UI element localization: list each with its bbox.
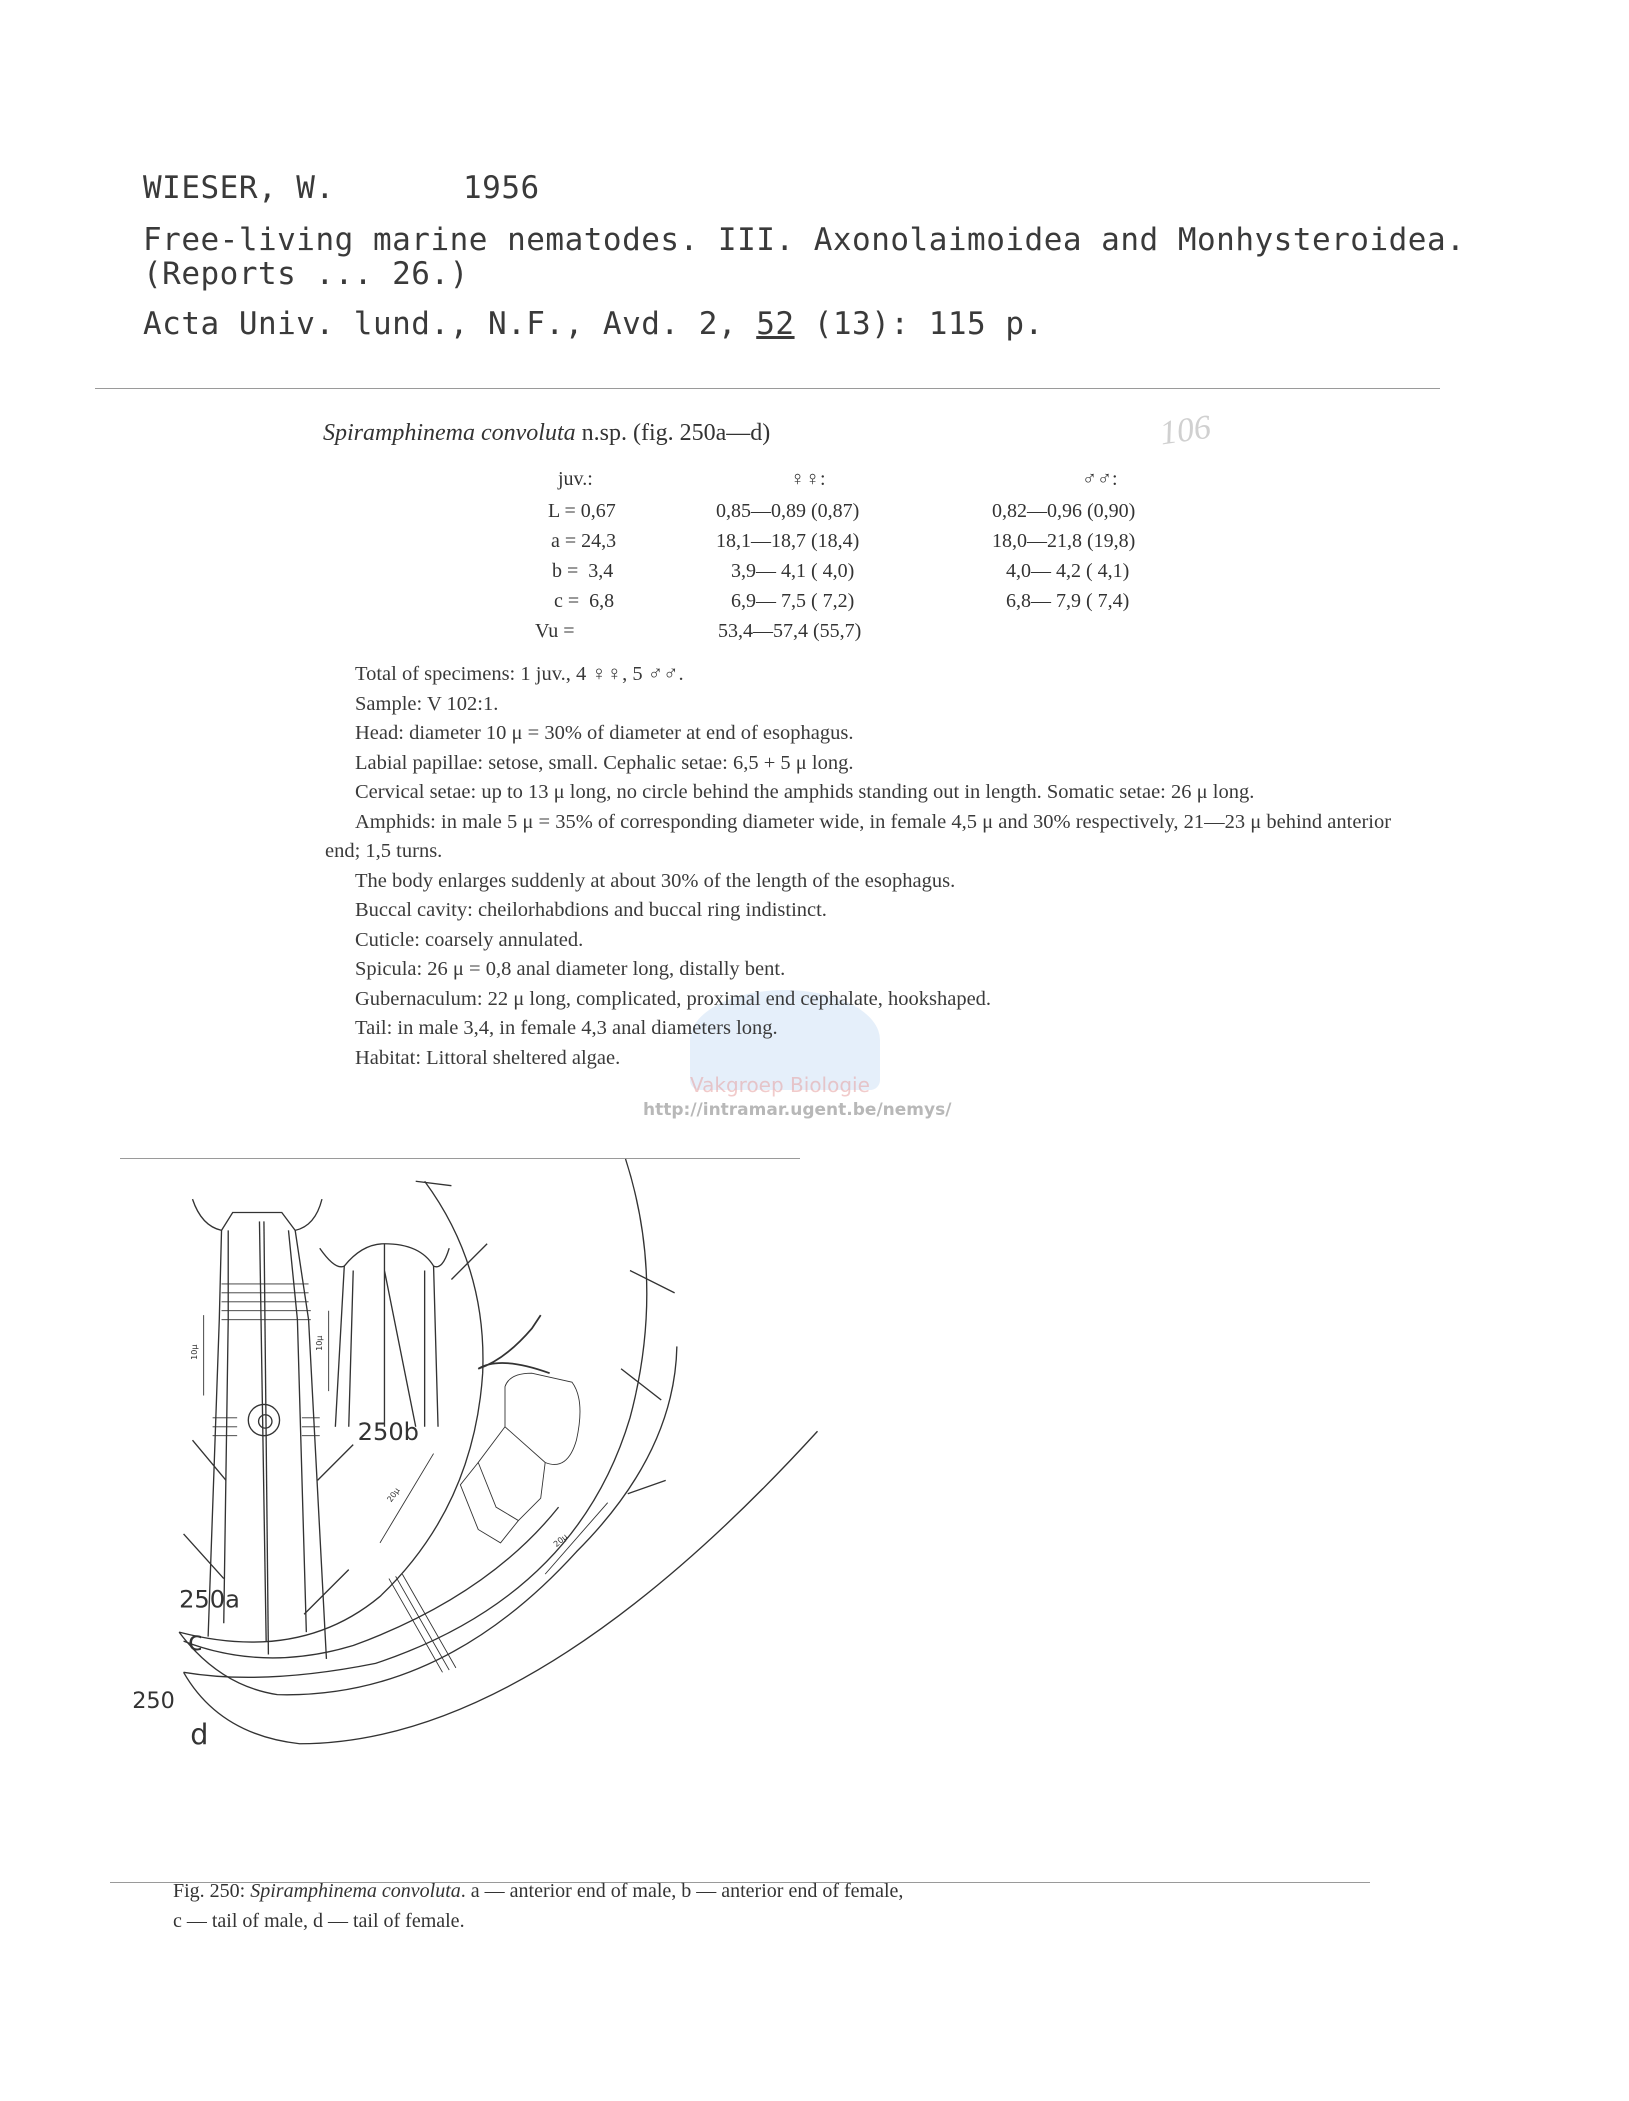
label-250b: 250b [358, 1418, 419, 1446]
journal-name: Acta Univ. lund., N.F., Avd. 2, [143, 306, 757, 342]
label-c: c [188, 1626, 203, 1657]
species-suffix: n.sp. (fig. 250a—d) [575, 420, 771, 446]
citation-year: 1956 [463, 170, 540, 206]
fig-250c-male-tail [178, 1180, 678, 1696]
watermark-url: http://intramar.ugent.be/nemys/ [643, 1100, 952, 1120]
citation-author: WIESER, W. [143, 170, 335, 206]
desc-sample: Sample: V 102:1. [355, 692, 499, 715]
header-females: ♀♀: [790, 468, 826, 490]
male-L: 0,82—0,96 (0,90) [992, 500, 1136, 522]
figure-caption-line2: c — tail of male, d — tail of female. [173, 1910, 465, 1932]
caption-prefix: Fig. 250: [173, 1880, 251, 1902]
desc-specimens: Total of specimens: 1 juv., 4 ♀♀, 5 ♂♂. [355, 663, 684, 685]
juv-c: c = 6,8 [554, 590, 615, 612]
juv-a: a = 24,3 [551, 530, 617, 552]
desc-body: The body enlarges suddenly at about 30% … [355, 869, 956, 892]
citation-title: Free-living marine nematodes. III. Axono… [143, 222, 1466, 258]
species-description: Total of specimens: 1 juv., 4 ♀♀, 5 ♂♂. … [325, 660, 1420, 1073]
label-d: d [190, 1717, 208, 1750]
journal-issue-pages: (13): 115 p. [794, 306, 1044, 342]
juv-Vu: Vu = [535, 620, 575, 642]
caption-species: Spiramphinema convoluta [250, 1880, 461, 1902]
scale-label-1: 10μ [190, 1345, 199, 1360]
juv-b: b = 3,4 [552, 560, 614, 582]
female-L: 0,85—0,89 (0,87) [716, 500, 860, 522]
desc-habitat: Habitat: Littoral sheltered algae. [355, 1046, 621, 1069]
desc-amphids: Amphids: in male 5 μ = 35% of correspond… [325, 810, 1392, 863]
label-250-d: 250 [132, 1688, 175, 1714]
desc-spicula: Spicula: 26 μ = 0,8 anal diameter long, … [355, 958, 786, 980]
watermark-logo [690, 990, 880, 1090]
scale-label-4: 20μ [552, 1532, 570, 1549]
female-Vu: 53,4—57,4 (55,7) [718, 620, 862, 642]
nematode-figure: 250b 250a c 250 d 10μ 10μ 20μ 20μ [132, 1158, 818, 1750]
citation-title-series: (Reports ... 26.) [143, 256, 469, 292]
juv-L: L = 0,67 [548, 500, 616, 522]
figure-caption-line1: Fig. 250: Spiramphinema convoluta. a — a… [173, 1880, 903, 1903]
scale-label-3: 20μ [385, 1486, 401, 1504]
species-title: Spiramphinema convoluta n.sp. (fig. 250a… [323, 420, 770, 447]
male-a: 18,0—21,8 (19,8) [992, 530, 1136, 552]
female-c: 6,9— 7,5 ( 7,2) [731, 590, 855, 612]
species-name: Spiramphinema convoluta [323, 420, 576, 446]
watermark-logo-text: Vakgroep Biologie [690, 1073, 870, 1097]
desc-cervical-setae: Cervical setae: up to 13 μ long, no circ… [355, 781, 1255, 803]
divider-top [95, 388, 1440, 389]
fig-250d-female-tail [182, 1158, 818, 1745]
desc-tail: Tail: in male 3,4, in female 4,3 anal di… [355, 1017, 778, 1039]
label-250a: 250a [179, 1586, 240, 1614]
caption-rest: . a — anterior end of male, b — anterior… [460, 1880, 904, 1902]
female-b: 3,9— 4,1 ( 4,0) [731, 560, 855, 582]
desc-buccal-cavity: Buccal cavity: cheilorhabdions and bucca… [355, 899, 827, 921]
male-c: 6,8— 7,9 ( 7,4) [1006, 590, 1130, 612]
scale-label-2: 10μ [315, 1336, 324, 1351]
male-b: 4,0— 4,2 ( 4,1) [1006, 560, 1130, 582]
header-males: ♂♂: [1082, 468, 1118, 490]
female-a: 18,1—18,7 (18,4) [716, 530, 860, 552]
desc-gubernaculum: Gubernaculum: 22 μ long, complicated, pr… [355, 987, 992, 1010]
divider-figure [120, 1158, 800, 1159]
fig-250a-male-head [183, 1198, 354, 1659]
desc-head: Head: diameter 10 μ = 30% of diameter at… [355, 722, 854, 744]
divider-caption [110, 1882, 1370, 1883]
header-juvenile: juv.: [558, 468, 593, 490]
journal-volume: 52 [756, 306, 795, 342]
fig-250b-female-head [319, 1243, 450, 1427]
citation-journal: Acta Univ. lund., N.F., Avd. 2, 52 (13):… [143, 306, 1044, 342]
handwritten-note: 106 [1157, 408, 1214, 453]
desc-labial-papillae: Labial papillae: setose, small. Cephalic… [355, 751, 854, 774]
desc-cuticle: Cuticle: coarsely annulated. [355, 928, 584, 951]
